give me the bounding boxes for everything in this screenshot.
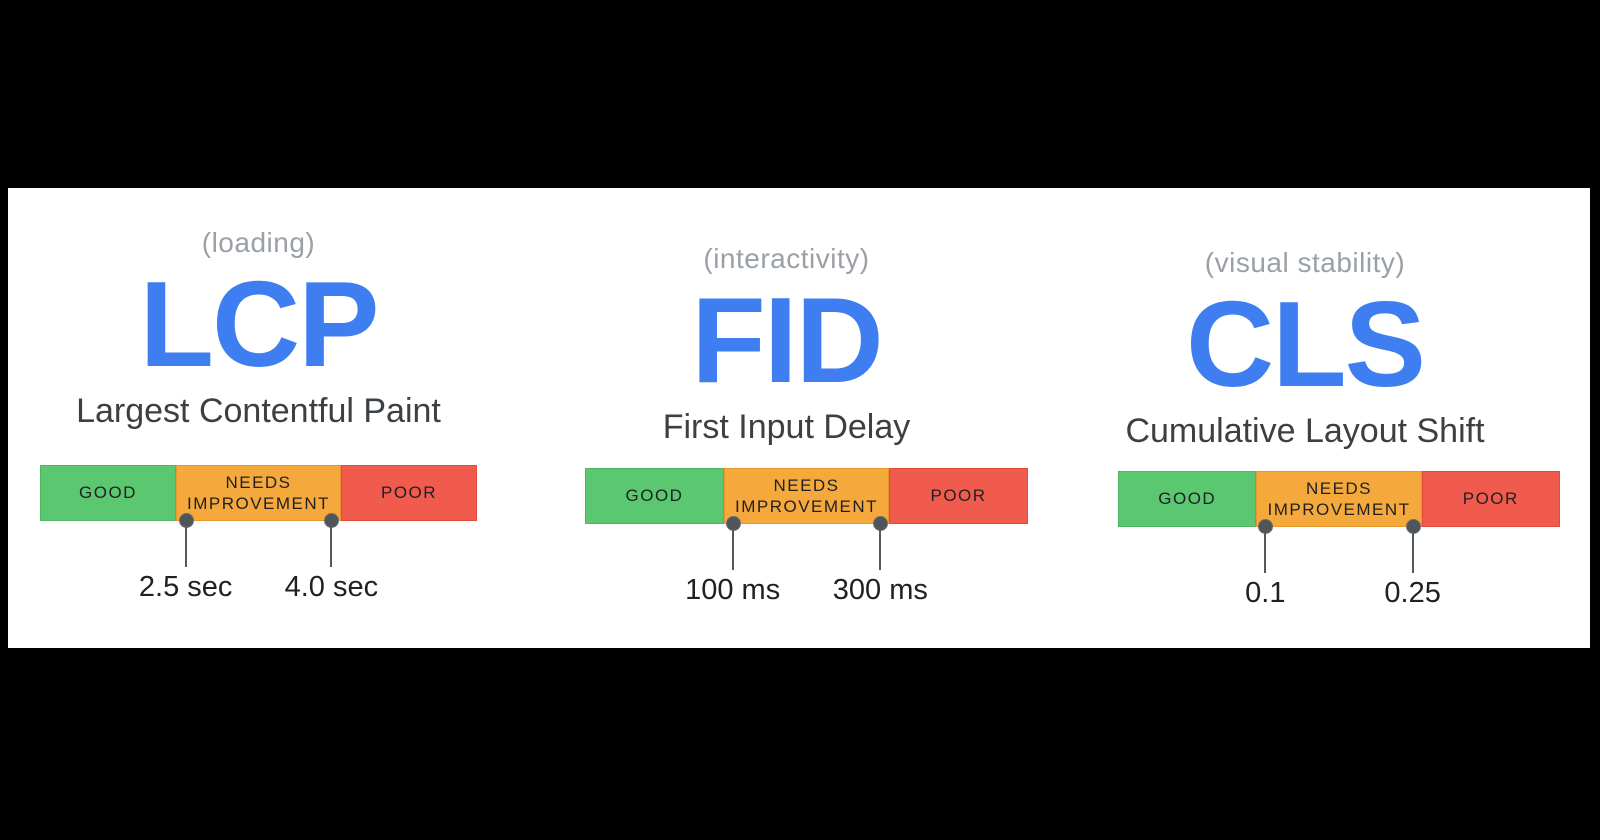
- segment-poor: POOR: [889, 468, 1028, 524]
- segment-poor: POOR: [1421, 471, 1560, 527]
- threshold-dot-icon: [178, 513, 194, 528]
- threshold-stem: [1411, 533, 1414, 573]
- metric-abbreviation: CLS: [1186, 276, 1426, 412]
- segment-needs-improvement: NEEDS IMPROVEMENT: [723, 468, 890, 524]
- threshold-stem: [1264, 533, 1267, 573]
- segment-good: GOOD: [40, 465, 176, 521]
- metric-abbreviation: LCP: [139, 256, 380, 392]
- threshold-label: 0.25: [1384, 577, 1441, 609]
- segment-needs-improvement: NEEDS IMPROVEMENT: [175, 465, 342, 521]
- threshold-label: 300 ms: [832, 574, 928, 606]
- metric-panel-lcp: (loading) LCP Largest Contentful Paint G…: [40, 227, 477, 603]
- metric-category-label: (loading): [201, 227, 316, 258]
- threshold-label: 100 ms: [685, 574, 781, 606]
- threshold-label: 2.5 sec: [138, 571, 233, 603]
- metric-header: (visual stability) CLS Cumulative Layout…: [1084, 247, 1526, 451]
- threshold-stem: [330, 527, 333, 567]
- metric-panel-cls: (visual stability) CLS Cumulative Layout…: [1118, 247, 1560, 609]
- metric-full-name: Cumulative Layout Shift: [1125, 412, 1485, 450]
- metric-category-label: (interactivity): [703, 243, 870, 274]
- threshold-stem: [731, 530, 734, 570]
- metric-full-name: First Input Delay: [662, 408, 911, 446]
- infographic-canvas: (loading) LCP Largest Contentful Paint G…: [8, 188, 1590, 648]
- segment-poor: POOR: [341, 465, 477, 521]
- threshold-label: 0.1: [1245, 577, 1286, 609]
- metric-abbreviation: FID: [691, 272, 884, 408]
- segment-good: GOOD: [585, 468, 724, 524]
- threshold-dot-icon: [725, 516, 741, 531]
- metric-category-label: (visual stability): [1204, 247, 1406, 278]
- rating-scale-bar: GOOD NEEDS IMPROVEMENT POOR 2.5 sec 4.0 …: [40, 465, 477, 603]
- threshold-dot-icon: [1258, 519, 1274, 534]
- rating-scale-bar: GOOD NEEDS IMPROVEMENT POOR 100 ms 300 m…: [585, 468, 1028, 606]
- threshold-dot-icon: [324, 513, 340, 528]
- threshold-stem: [879, 530, 882, 570]
- threshold-dot-icon: [873, 516, 889, 531]
- metric-panel-fid: (interactivity) FID First Input Delay GO…: [585, 243, 1028, 606]
- threshold-dot-icon: [1405, 519, 1421, 534]
- metric-full-name: Largest Contentful Paint: [76, 392, 441, 430]
- threshold-label: 4.0 sec: [284, 571, 379, 603]
- rating-scale-bar: GOOD NEEDS IMPROVEMENT POOR 0.1 0.25: [1118, 471, 1560, 609]
- metric-header: (interactivity) FID First Input Delay: [565, 243, 1008, 447]
- metric-header: (loading) LCP Largest Contentful Paint: [40, 227, 477, 431]
- segment-good: GOOD: [1118, 471, 1257, 527]
- threshold-stem: [184, 527, 187, 567]
- segment-needs-improvement: NEEDS IMPROVEMENT: [1256, 471, 1422, 527]
